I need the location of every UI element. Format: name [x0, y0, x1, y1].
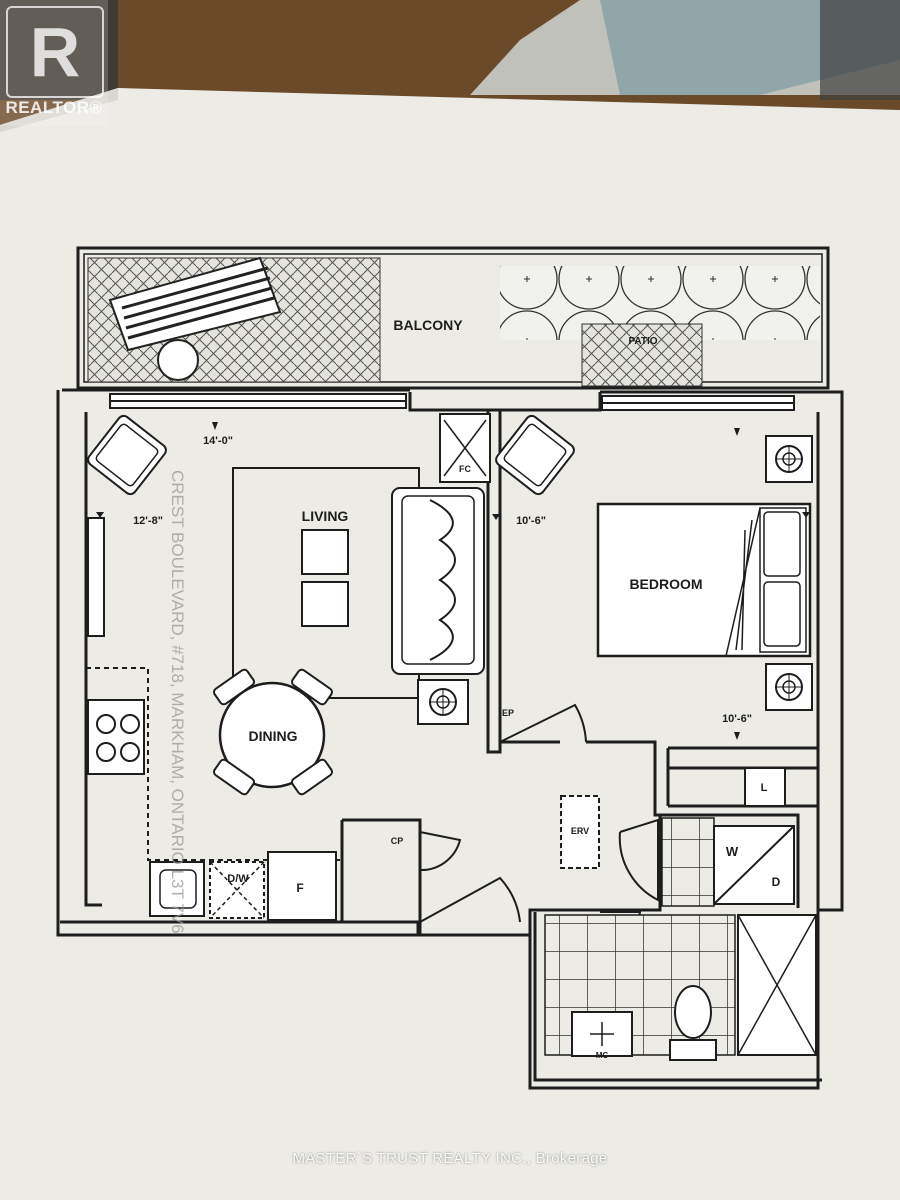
bedroom-label: BEDROOM: [629, 576, 702, 592]
dishwasher-label: D/W: [227, 873, 249, 885]
sink-icon: [149, 861, 205, 917]
sofa-icon: [391, 487, 485, 675]
dining-table-icon: [213, 668, 333, 796]
exterior-walls: [56, 388, 844, 1090]
brokerage-credit: MASTER`S TRUST REALTY INC., Brokerage: [292, 1150, 608, 1167]
cp-label: CP: [391, 836, 404, 846]
realtor-brand-text: REALTOR: [5, 98, 90, 117]
armchair-icon: [495, 414, 575, 496]
lamp-table-icon: [417, 679, 469, 725]
dining-label: DINING: [249, 728, 298, 744]
dryer-label: D: [772, 875, 781, 889]
kitchen: [86, 667, 340, 921]
balcony-area: [76, 246, 830, 390]
linen-label: L: [761, 782, 768, 794]
fridge-icon: [267, 851, 337, 921]
fc-label: FC: [459, 464, 471, 474]
nightstand-icon: [765, 663, 813, 711]
bathroom: [544, 914, 817, 1061]
erv-unit: [560, 795, 600, 869]
laundry: [661, 817, 795, 907]
bedroom-depth-dimension: 10'-6": [722, 713, 752, 725]
cooktop-icon: [87, 699, 145, 775]
erv-label: ERV: [571, 826, 589, 836]
windows: [109, 393, 795, 411]
living-width-dimension: 14'-0": [203, 435, 233, 447]
patio-label: PATIO: [628, 336, 657, 347]
armchair-icon: [87, 414, 167, 496]
ep-label: EP: [502, 708, 514, 718]
mc-label: MC: [596, 1051, 609, 1060]
fridge-label: F: [296, 881, 303, 895]
interior-walls: [340, 408, 822, 1082]
toilet-icon: [669, 985, 717, 1061]
linen-closet: [744, 767, 786, 807]
bedroom-width-dimension: 10'-6": [516, 515, 546, 527]
washer-label: W: [726, 844, 739, 859]
address-see-through-text: CREST BOULEVARD, #718, MARKHAM, ONTARIO …: [168, 470, 187, 934]
balcony-label: BALCONY: [393, 317, 463, 333]
living-label: LIVING: [302, 508, 349, 524]
lounger-icon: [108, 256, 282, 381]
realtor-watermark-logo: R REALTOR®: [0, 0, 108, 126]
dimension-markers: [96, 422, 810, 740]
fc-closet: [439, 413, 491, 483]
registered-mark: ®: [89, 98, 103, 117]
living-furniture: [87, 414, 575, 725]
nightstand-icon: [765, 435, 813, 483]
living-depth-dimension: 12'-8": [133, 515, 163, 527]
bed-icon: [596, 502, 812, 658]
